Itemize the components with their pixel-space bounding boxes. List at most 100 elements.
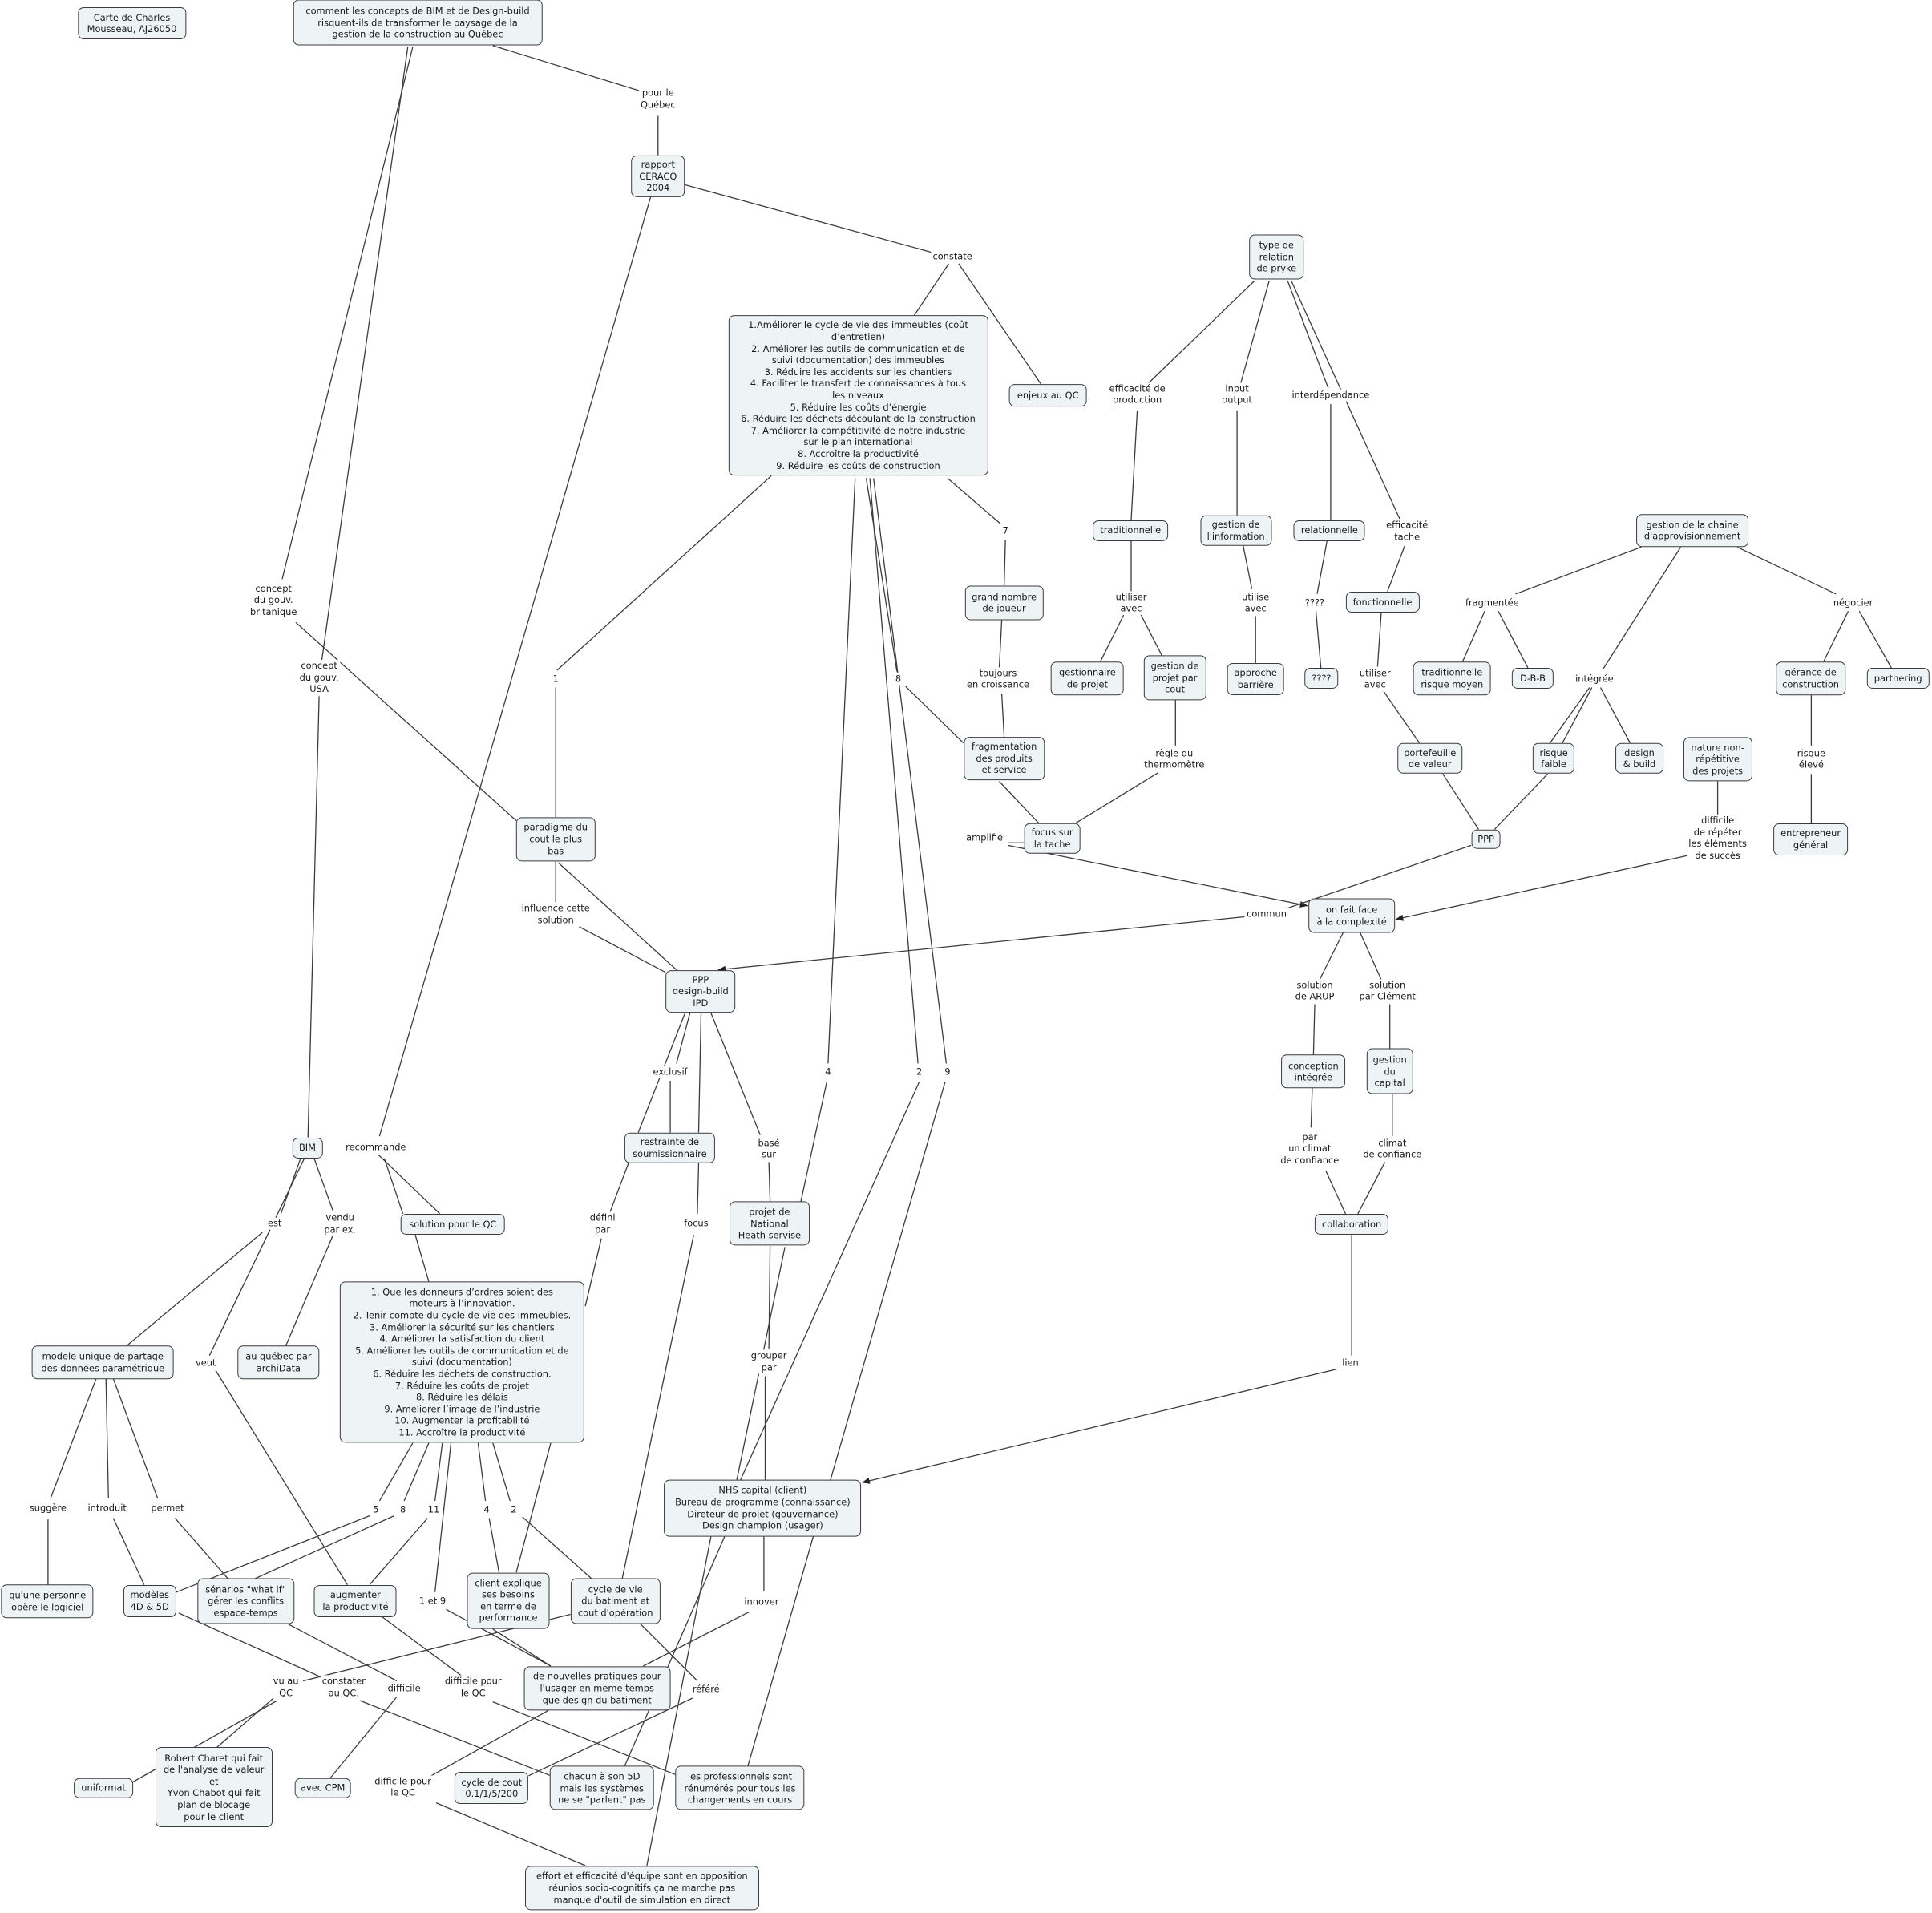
- linking-phrase-vu: vu au QC: [271, 1675, 301, 1699]
- connector-line: [1287, 281, 1329, 389]
- concept-node-dbb: D-B-B: [1511, 668, 1554, 690]
- concept-node-approche: approche barrière: [1227, 662, 1284, 695]
- linking-phrase-eff-tache: efficacité tache: [1384, 519, 1430, 543]
- connector-line: [285, 1236, 333, 1346]
- connector-line: [1549, 687, 1590, 744]
- linking-phrase-climat1: par un climat de confiance: [1279, 1130, 1341, 1167]
- concept-node-focus-tache: focus sur la tache: [1024, 823, 1081, 855]
- concept-node-partnering: partnering: [1866, 668, 1930, 690]
- connector-line: [873, 478, 948, 1064]
- linking-phrase-4a: 4: [823, 1066, 833, 1078]
- connector-line: [1383, 690, 1421, 744]
- connector-line: [999, 781, 1040, 824]
- connector-line: [112, 1378, 159, 1499]
- linking-phrase-vendu: vendu par ex.: [322, 1211, 358, 1236]
- concept-node-rapport: rapport CERACQ 2004: [631, 155, 685, 197]
- linking-phrase-utilise: utilise avec: [1240, 591, 1271, 615]
- connector-line: [1515, 546, 1642, 595]
- connector-line: [359, 1700, 552, 1777]
- connector-line: [50, 1378, 97, 1499]
- connector-line: [378, 1154, 441, 1215]
- linking-phrase-8a: 8: [893, 673, 903, 686]
- connector-line: [1319, 932, 1344, 981]
- linking-phrase-exclusif: exclusif: [651, 1066, 689, 1078]
- connector-line: [1003, 540, 1006, 586]
- concept-node-gest-capital: gestion du capital: [1366, 1048, 1413, 1094]
- linking-phrase-clement: solution par Clément: [1357, 979, 1417, 1003]
- linking-phrase-veut: veut: [193, 1357, 218, 1369]
- connector-line: [1243, 545, 1253, 589]
- concept-node-modele: modele unique de partage des données par…: [31, 1345, 174, 1379]
- concept-node-effort: effort et efficacité d'équipe sont en op…: [524, 1866, 759, 1911]
- connector-line: [1442, 773, 1479, 830]
- linking-phrase-lien: lien: [1340, 1357, 1360, 1369]
- linking-phrase-constate: constate: [931, 250, 974, 262]
- connector-line: [1603, 547, 1682, 669]
- connector-line: [434, 1442, 452, 1592]
- connector-line: [1075, 772, 1159, 824]
- concept-node-professionnels: les professionnels sont rénumérés pour t…: [675, 1765, 805, 1810]
- linking-phrase-negocier: négocier: [1831, 597, 1875, 609]
- connector-line: [378, 1442, 414, 1502]
- connector-line: [1312, 1004, 1316, 1055]
- connector-arrow: [1395, 851, 1701, 921]
- linking-phrase-introduit: introduit: [86, 1502, 128, 1515]
- connector-line: [579, 926, 666, 973]
- connector-line: [477, 1442, 487, 1502]
- linking-phrase-2b: 2: [509, 1503, 519, 1516]
- concept-node-ppp-small: PPP: [1471, 829, 1502, 849]
- linking-phrase-2a: 2: [914, 1066, 924, 1078]
- connector-line: [369, 1518, 428, 1586]
- connector-line: [1461, 611, 1485, 662]
- linking-phrase-utiliser2: utiliser avec: [1357, 667, 1392, 691]
- connector-line: [747, 1536, 814, 1766]
- concept-node-conception: conception intégrée: [1281, 1054, 1346, 1089]
- linking-phrase-diff-qc2: difficile pour le QC: [373, 1775, 433, 1799]
- concept-node-augmenter: augmenter la productivité: [313, 1584, 397, 1617]
- linking-phrase-input: input output: [1220, 382, 1254, 406]
- connector-line: [1599, 687, 1631, 744]
- concept-node-portefeuille: portefeuille de valeur: [1396, 742, 1463, 775]
- linking-phrase-pour-quebec: pour le Québec: [638, 87, 677, 111]
- linking-phrase-base: basé sur: [756, 1136, 782, 1161]
- concept-node-fragmentation: fragmentation des produits et service: [963, 737, 1045, 780]
- concept-node-complexite: on fait face à la complexité: [1308, 898, 1395, 933]
- concept-node-cycle-vie: cycle de vie du batiment et cout d'opéra…: [570, 1578, 661, 1624]
- concept-node-trad-risque: traditionnelle risque moyen: [1413, 661, 1491, 695]
- concept-node-cycle-cout: cycle de cout 0.1/1/5/200: [455, 1772, 529, 1805]
- connector-line: [1140, 614, 1162, 656]
- concept-node-design-build: design & build: [1615, 742, 1663, 775]
- concept-node-paradigme: paradigme du cout le plus bas: [515, 817, 596, 862]
- linking-phrase-recommande: recommande: [344, 1141, 408, 1154]
- connector-line: [288, 1624, 398, 1682]
- linking-phrase-est: est: [265, 1217, 284, 1230]
- connector-line: [313, 1158, 333, 1211]
- connector-line: [697, 1163, 700, 1214]
- connector-line: [800, 1082, 827, 1202]
- concept-node-relationnelle: relationnelle: [1293, 520, 1365, 541]
- connector-line: [492, 1628, 552, 1667]
- connector-line: [1376, 612, 1382, 667]
- connector-line: [624, 1536, 726, 1766]
- linking-phrase-suggere: suggère: [27, 1502, 68, 1515]
- connector-line: [947, 477, 1001, 524]
- connector-line: [557, 862, 677, 971]
- connector-line: [646, 1536, 712, 1866]
- connector-line: [640, 1624, 698, 1681]
- connector-line: [216, 1697, 274, 1748]
- connector-line: [710, 1013, 761, 1135]
- connector-line: [913, 263, 950, 316]
- concept-node-ceracq-list: 1.Améliorer le cycle de vie des immeuble…: [728, 315, 988, 476]
- connector-line: [1357, 1162, 1386, 1215]
- concept-node-uniformat: uniformat: [74, 1778, 133, 1798]
- connector-line: [254, 1515, 395, 1579]
- connector-line: [105, 1378, 109, 1499]
- concept-node-nhs-capital: NHS capital (client) Bureau de programme…: [664, 1479, 862, 1537]
- concept-node-pryke: type de relation de pryke: [1249, 234, 1304, 280]
- linking-phrase-1et9: 1 et 9: [417, 1595, 448, 1607]
- connector-line: [383, 1158, 404, 1215]
- concept-node-carte: Carte de Charles Mousseau, AJ26050: [77, 7, 187, 40]
- linking-phrase-utiliser1: utiliser avec: [1114, 591, 1149, 615]
